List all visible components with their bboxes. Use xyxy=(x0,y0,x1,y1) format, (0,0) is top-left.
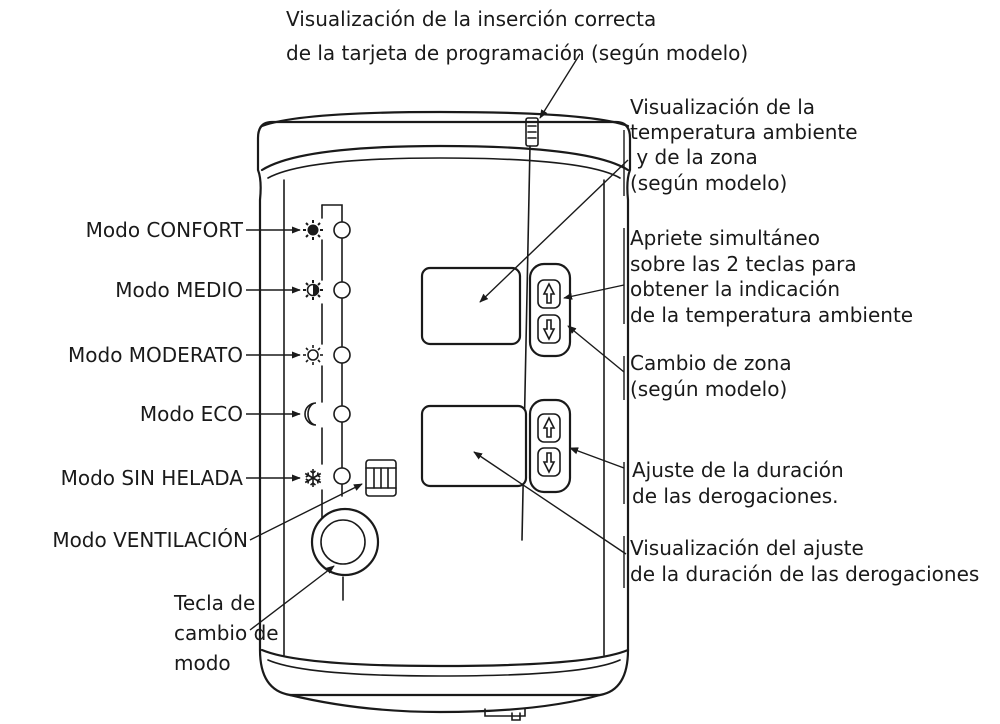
label-mode-eco: Modo ECO xyxy=(140,402,243,426)
annotation-labels: Visualización de la inserción correcta d… xyxy=(52,7,979,675)
led-confort xyxy=(333,221,351,239)
fan-icon xyxy=(365,459,397,497)
label-derogation-display: Visualización del ajuste de la duración … xyxy=(630,536,979,586)
label-temp-zone-display: Visualización de la temperatura ambiente… xyxy=(630,95,864,195)
leader-lines xyxy=(246,53,629,631)
mode-led-column xyxy=(321,204,351,541)
label-derogation-adjust: Ajuste de la duración de las derogacione… xyxy=(632,458,850,508)
sun-solid-icon xyxy=(303,220,323,240)
sun-outline-icon xyxy=(303,345,323,365)
derogation-down-button[interactable] xyxy=(537,447,561,477)
label-mode-confort: Modo CONFORT xyxy=(86,218,244,242)
temp-up-button[interactable] xyxy=(537,279,561,309)
label-mode-ventilation: Modo VENTILACIÓN xyxy=(52,528,248,552)
label-simultaneous-press: Apriete simultáneo sobre las 2 teclas pa… xyxy=(630,226,913,327)
label-card-insertion: Visualización de la inserción correcta d… xyxy=(286,7,748,65)
label-zone-change: Cambio de zona (según modelo) xyxy=(630,351,798,401)
temperature-display xyxy=(420,266,522,346)
led-sin-helada xyxy=(333,467,351,485)
snowflake-icon xyxy=(304,469,322,487)
led-eco xyxy=(333,405,351,423)
label-mode-key: Tecla de cambio de modo xyxy=(173,591,285,675)
thermostat-device xyxy=(256,110,632,721)
mode-change-button[interactable] xyxy=(310,507,380,601)
derogation-up-button[interactable] xyxy=(537,413,561,443)
label-mode-sin-helada: Modo SIN HELADA xyxy=(61,466,244,490)
led-moderato xyxy=(333,346,351,364)
lower-button-pair xyxy=(528,398,572,494)
upper-button-pair xyxy=(528,262,572,358)
label-mode-medio: Modo MEDIO xyxy=(115,278,243,302)
label-mode-moderato: Modo MODERATO xyxy=(68,343,243,367)
sun-medium-icon xyxy=(303,280,323,300)
temp-down-button[interactable] xyxy=(537,314,561,344)
moon-icon xyxy=(304,402,317,426)
derogation-display xyxy=(420,404,528,488)
led-medio xyxy=(333,281,351,299)
